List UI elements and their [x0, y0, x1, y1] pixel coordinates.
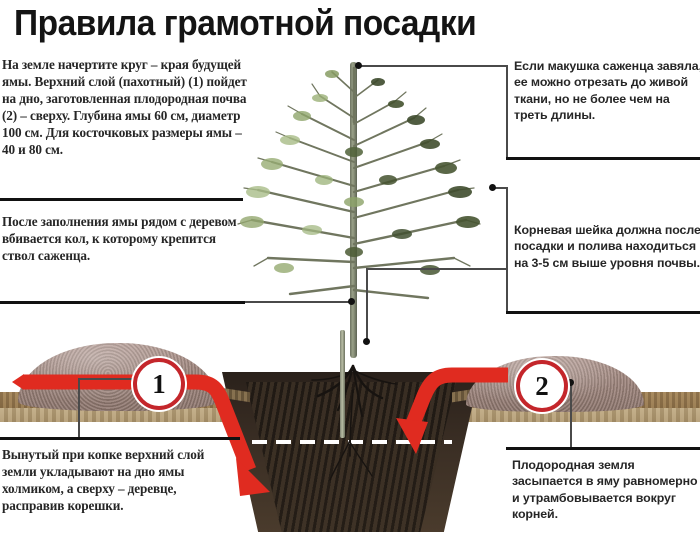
arrow-mound2-to-pit	[396, 367, 508, 454]
text-block-mid-right: Корневая шейка должна после посадки и по…	[514, 223, 700, 270]
marker-badge-1: 1	[133, 358, 185, 410]
separator-top-left	[0, 198, 243, 201]
marker-badge-2-label: 2	[535, 370, 549, 401]
leader-line-root-collar	[366, 268, 508, 270]
leader-line-mound1-vertical	[78, 378, 80, 437]
leader-dot-root-collar	[363, 338, 370, 345]
arrow-mound1-to-pit-bottom	[12, 374, 270, 496]
leader-line-root-collar-right	[506, 268, 508, 312]
leader-line-mound2-vertical	[570, 382, 572, 447]
leader-line-mid-left	[243, 301, 351, 303]
leader-line-mid-right	[492, 187, 508, 189]
text-block-bottom-right: Плодородная земля засыпается в яму равно…	[512, 458, 698, 522]
leader-line-top-right	[358, 65, 508, 67]
leader-line-top-right-vertical	[506, 65, 508, 158]
soil-level-dashed-line	[252, 440, 452, 444]
root-system	[311, 364, 397, 481]
separator-mid-right	[506, 311, 700, 314]
page-title: Правила грамотной посадки	[14, 2, 477, 43]
leader-dot-treetop	[355, 62, 362, 69]
leader-dot-branch	[489, 184, 496, 191]
leader-dot-mound2	[567, 379, 574, 386]
leader-line-root-collar-down	[366, 268, 368, 341]
tree-canopy	[237, 66, 481, 300]
marker-badge-1-label: 1	[152, 368, 166, 399]
leader-line-mound1	[78, 378, 138, 380]
scene-overlay	[12, 364, 508, 496]
leader-dot-trunk-base	[348, 298, 355, 305]
text-block-top-right: Если макушка саженца завяла, ее можно от…	[514, 59, 700, 123]
separator-bottom-left	[0, 437, 240, 440]
separator-top-right	[506, 157, 700, 160]
leader-line-mid-right-vertical	[506, 187, 508, 312]
text-block-bottom-left: Вынутый при копке верхний слой земли укл…	[2, 447, 205, 513]
text-block-mid-left: После заполнения ямы рядом с деревом вби…	[2, 214, 237, 263]
support-stake	[340, 330, 345, 438]
separator-mid-left	[0, 301, 245, 304]
tree-trunk	[350, 62, 357, 358]
separator-bottom-right	[506, 447, 700, 450]
text-block-top-left: На земле начертите круг – края будущей я…	[2, 57, 247, 157]
sapling-tree	[228, 62, 488, 358]
marker-badge-2: 2	[516, 360, 568, 412]
tree-foliage	[240, 70, 480, 275]
